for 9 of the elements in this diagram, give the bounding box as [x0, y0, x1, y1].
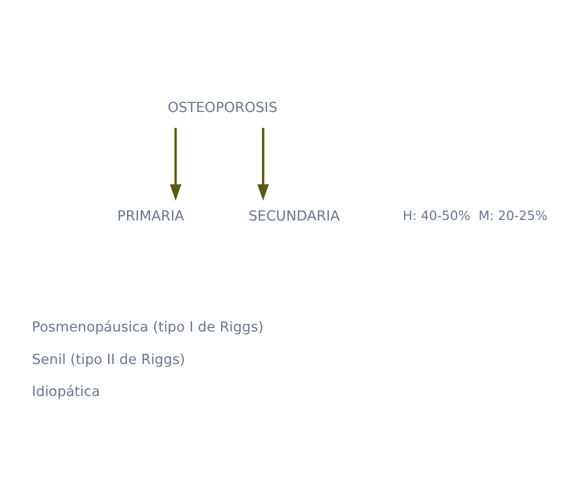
- arrow: [257, 127, 269, 200]
- label: Posmenopáusica (tipo I de Riggs): [32, 319, 264, 336]
- arrow: [170, 127, 182, 200]
- node-text: SECUNDARIA: [248, 208, 340, 224]
- node-text: PRIMARIA: [117, 208, 184, 224]
- label: Idiopática: [32, 383, 100, 400]
- label: Senil (tipo II de Riggs): [32, 351, 186, 368]
- label: H: 40-50% M: 20-25%: [402, 208, 548, 224]
- node-text: OSTEOPOROSIS: [168, 100, 278, 116]
